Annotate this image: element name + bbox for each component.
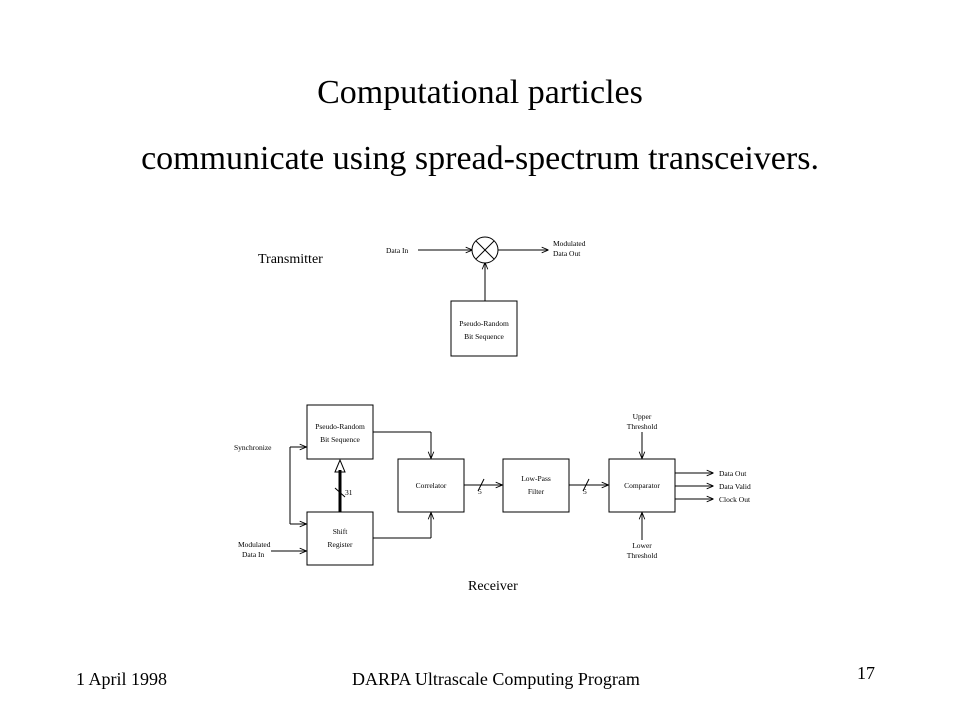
- slide-title-line2: communicate using spread-spectrum transc…: [141, 140, 819, 177]
- lower-threshold-label-2: Threshold: [627, 551, 658, 560]
- lower-threshold-label-1: Lower: [632, 541, 652, 550]
- synchronize-label: Synchronize: [234, 443, 272, 452]
- correlator-label: Correlator: [416, 481, 447, 490]
- mixer-cross-b: [475, 240, 495, 260]
- rx-lowpass-filter-block: [502, 458, 570, 513]
- shift-register-label-2: Register: [328, 540, 353, 549]
- lpf-label-1: Low-Pass: [521, 474, 551, 483]
- transmitter-heading: Transmitter: [258, 252, 323, 267]
- slide-title-line1: Computational particles: [317, 74, 643, 111]
- tx-prbs-block: [450, 300, 518, 357]
- bus-5a-label: 5: [478, 487, 482, 496]
- data-valid-label: Data Valid: [719, 482, 751, 491]
- rx-prbs-label-1: Pseudo-Random: [315, 422, 365, 431]
- bus-5b-label: 5: [583, 487, 587, 496]
- bus-slash-31: [334, 487, 346, 498]
- bus-slash-5b: [582, 478, 590, 492]
- bus-31-label: 31: [345, 488, 353, 497]
- page-number: 17: [857, 663, 875, 683]
- receiver-heading: Receiver: [468, 579, 518, 594]
- footer-date: 1 April 1998: [76, 669, 168, 689]
- shift-register-label-1: Shift: [333, 527, 349, 536]
- upper-threshold-label-1: Upper: [633, 412, 652, 421]
- shift-to-prbs-arrowhead: [334, 458, 346, 473]
- mod-in-label-1: Modulated: [238, 540, 271, 549]
- footer-program: DARPA Ultrascale Computing Program: [352, 669, 640, 689]
- lpf-label-2: Filter: [528, 487, 545, 496]
- tx-mod-out-label-1: Modulated: [553, 239, 586, 248]
- rx-shift-register-block: [306, 511, 374, 566]
- comparator-label: Comparator: [624, 481, 660, 490]
- tx-mod-out-label-2: Data Out: [553, 249, 581, 258]
- tx-prbs-label-2: Bit Sequence: [464, 332, 504, 341]
- tx-data-in-label: Data In: [386, 246, 409, 255]
- rx-prbs-label-2: Bit Sequence: [320, 435, 360, 444]
- bus-slash-5a: [477, 478, 485, 492]
- rx-prbs-block: [306, 404, 374, 460]
- mod-in-label-2: Data In: [242, 550, 265, 559]
- data-out-label: Data Out: [719, 469, 747, 478]
- clock-out-label: Clock Out: [719, 495, 751, 504]
- upper-threshold-label-2: Threshold: [627, 422, 658, 431]
- tx-prbs-label-1: Pseudo-Random: [459, 319, 509, 328]
